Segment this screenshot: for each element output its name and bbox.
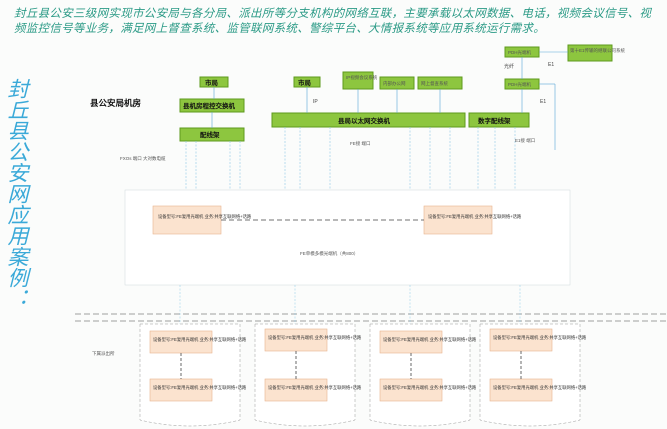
lan-switch-text: 县局以太网交换机 [338, 116, 391, 125]
lan-switch-box [271, 112, 466, 128]
center-device-right [423, 205, 493, 235]
ring-label: FE单模多模光端机（共800） [300, 250, 358, 257]
center-device-left [152, 205, 222, 235]
ip-label: IP [313, 99, 318, 105]
node-2a-text: 设备型号:FE复用光端机 业务:共享互联网络+话路 [268, 334, 362, 341]
pdh-top-text: PDH光端机 [508, 49, 532, 56]
pdh-mid-text: PDH光端机 [508, 81, 532, 88]
patch-panel-text: 配线架 [200, 130, 220, 139]
intro-paragraph: 封丘县公安三级网实现市公安局与各分局、派出所等分支机构的网络互联，主要承载以太网… [14, 6, 652, 35]
node-1a-text: 设备型号:FE复用光端机 业务:共享互联网络+话路 [153, 336, 247, 343]
center-device-right-text: 设备型号:FE复用光端机 业务:共享互联网络+话路 [428, 213, 522, 220]
online-supervision-text: 网上督查系统 [421, 80, 448, 87]
e1-top-label: E1 [548, 62, 554, 68]
branch-group-3: 设备型号:FE复用光端机 业务:共享互联网络+话路 设备型号:FE复用光端机 业… [369, 323, 477, 427]
branch-group-4: 设备型号:FE复用光端机 业务:共享互联网络+话路 设备型号:FE复用光端机 业… [479, 323, 587, 427]
city-bureau-text-left: 市局 [205, 78, 219, 87]
center-device-left-text: 设备型号:FE复用光端机 业务:共享互联网络+话路 [158, 213, 252, 220]
branch-group-2: 设备型号:FE复用光端机 业务:共享互联网络+话路 设备型号:FE复用光端机 业… [254, 323, 362, 427]
node-3a-text: 设备型号:FE复用光端机 业务:共享互联网络+话路 [383, 336, 477, 343]
digital-patch-text: 数字配线架 [478, 116, 511, 125]
city-bureau-text-mid: 市局 [298, 78, 312, 87]
fiber-label: 光纤 [504, 63, 514, 70]
drop-lines [185, 127, 516, 190]
e1-system-box [567, 44, 613, 62]
county-bureau-label: 县公安局机房 [90, 98, 141, 108]
center-device-area [124, 189, 571, 286]
node-3b-text: 设备型号:FE复用光端机 业务:共享互联网络+话路 [383, 384, 477, 391]
branch-group-1: 设备型号:FE复用光端机 业务:共享互联网络+话路 设备型号:FE复用光端机 业… [139, 323, 247, 427]
node-4b-text: 设备型号:FE复用光端机 业务:共享互联网络+话路 [493, 384, 587, 391]
fxo-label: FXOs 端口 大对数电缆 [120, 155, 166, 162]
digital-patch-box [468, 112, 530, 128]
e1-port-label: E1接 端口 [515, 137, 535, 144]
internal-office-text: 内部办公网 [383, 80, 406, 87]
switch-text: 县机房程控交换机 [183, 101, 236, 110]
node-2b-text: 设备型号:FE复用光端机 业务:共享互联网络+话路 [268, 384, 362, 391]
node-1b-text: 设备型号:FE复用光端机 业务:共享互联网络+话路 [153, 384, 247, 391]
branch-risers [179, 285, 521, 324]
e1-mid-label: E1 [540, 99, 546, 105]
side-title: 封丘县公安网应用案例： [5, 78, 29, 309]
ip-video-text: IP视频会议系统 [346, 74, 378, 81]
fe-label: FE接 端口 [350, 140, 371, 147]
branch-label: 下属派出所 [92, 350, 115, 357]
top-connectors [211, 51, 568, 150]
e1-system-text: 第十E1传输的继联公司系统 [570, 47, 626, 54]
node-4a-text: 设备型号:FE复用光端机 业务:共享互联网络+话路 [493, 334, 587, 341]
